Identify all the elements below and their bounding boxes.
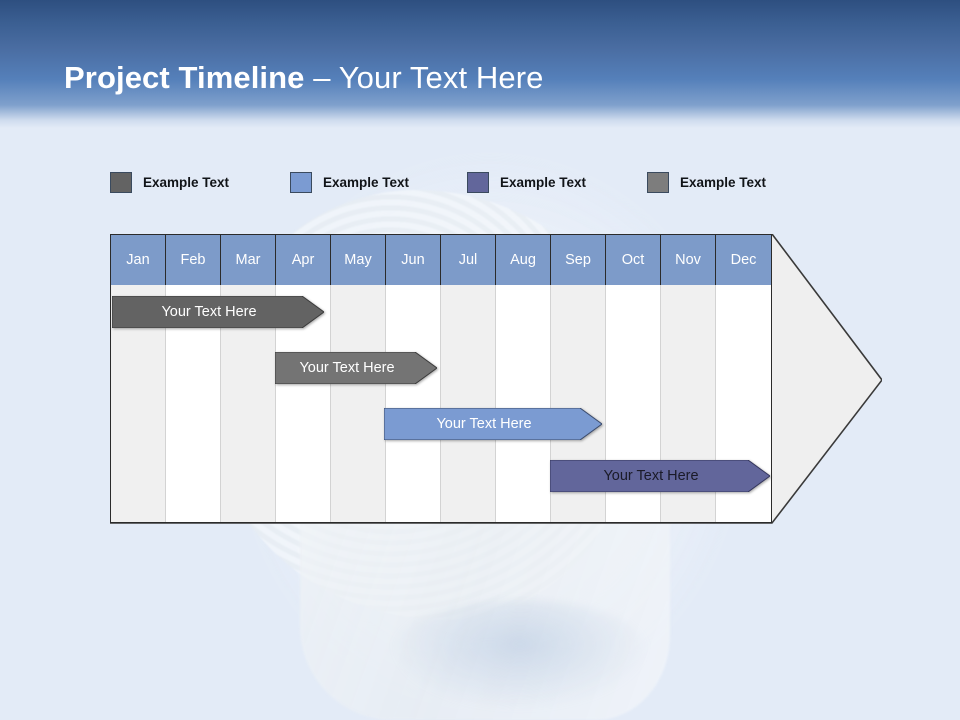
month-header-nov[interactable]: Nov bbox=[661, 235, 716, 285]
legend-item-1[interactable]: Example Text bbox=[110, 170, 229, 194]
task-bar-4[interactable]: Your Text Here bbox=[550, 460, 770, 492]
gantt-column-jul bbox=[441, 285, 496, 522]
page-title-bold: Project Timeline bbox=[64, 60, 305, 95]
legend-item-label: Example Text bbox=[143, 174, 230, 190]
legend-item-3[interactable]: Example Text bbox=[467, 170, 586, 194]
legend-item-label: Example Text bbox=[500, 174, 587, 190]
task-bar-label: Your Text Here bbox=[603, 468, 699, 484]
gantt-column-aug bbox=[496, 285, 551, 522]
legend: Example Text Example Text Example Text Exam… bbox=[110, 170, 830, 194]
month-header-jan[interactable]: Jan bbox=[111, 235, 166, 285]
task-bar-shape bbox=[384, 408, 602, 440]
legend-swatch-icon bbox=[290, 171, 312, 193]
task-bar-label: Your Text Here bbox=[299, 360, 395, 376]
legend-item-2[interactable]: Example Text bbox=[290, 170, 409, 194]
month-header-mar[interactable]: Mar bbox=[221, 235, 276, 285]
title-band: Project Timeline – Your Text Here bbox=[0, 0, 960, 128]
task-bar-shape bbox=[550, 460, 770, 492]
task-bar-1[interactable]: Your Text Here bbox=[112, 296, 324, 328]
task-bar-shape bbox=[112, 296, 324, 328]
legend-item-label: Example Text bbox=[323, 174, 410, 190]
task-bar-label: Your Text Here bbox=[436, 416, 532, 432]
legend-swatch-icon bbox=[110, 171, 132, 193]
month-header-apr[interactable]: Apr bbox=[276, 235, 331, 285]
month-header-aug[interactable]: Aug bbox=[496, 235, 551, 285]
month-header-jul[interactable]: Jul bbox=[441, 235, 496, 285]
gantt-column-may bbox=[331, 285, 386, 522]
page-title-rest: – Your Text Here bbox=[304, 60, 544, 95]
task-bar-label: Your Text Here bbox=[161, 304, 257, 320]
month-header-oct[interactable]: Oct bbox=[606, 235, 661, 285]
task-bar-3[interactable]: Your Text Here bbox=[384, 408, 602, 440]
background-shadow bbox=[390, 600, 650, 710]
legend-item-4[interactable]: Example Text bbox=[647, 170, 766, 194]
legend-swatch-icon bbox=[647, 171, 669, 193]
task-bar-shape bbox=[275, 352, 437, 384]
task-bar-2[interactable]: Your Text Here bbox=[275, 352, 437, 384]
gantt-column-jun bbox=[386, 285, 441, 522]
month-header-feb[interactable]: Feb bbox=[166, 235, 221, 285]
legend-item-label: Example Text bbox=[680, 174, 767, 190]
month-header-dec[interactable]: Dec bbox=[716, 235, 771, 285]
month-header-jun[interactable]: Jun bbox=[386, 235, 441, 285]
month-header-sep[interactable]: Sep bbox=[551, 235, 606, 285]
month-header-may[interactable]: May bbox=[331, 235, 386, 285]
page-title: Project Timeline – Your Text Here bbox=[64, 60, 543, 96]
legend-swatch-icon bbox=[467, 171, 489, 193]
